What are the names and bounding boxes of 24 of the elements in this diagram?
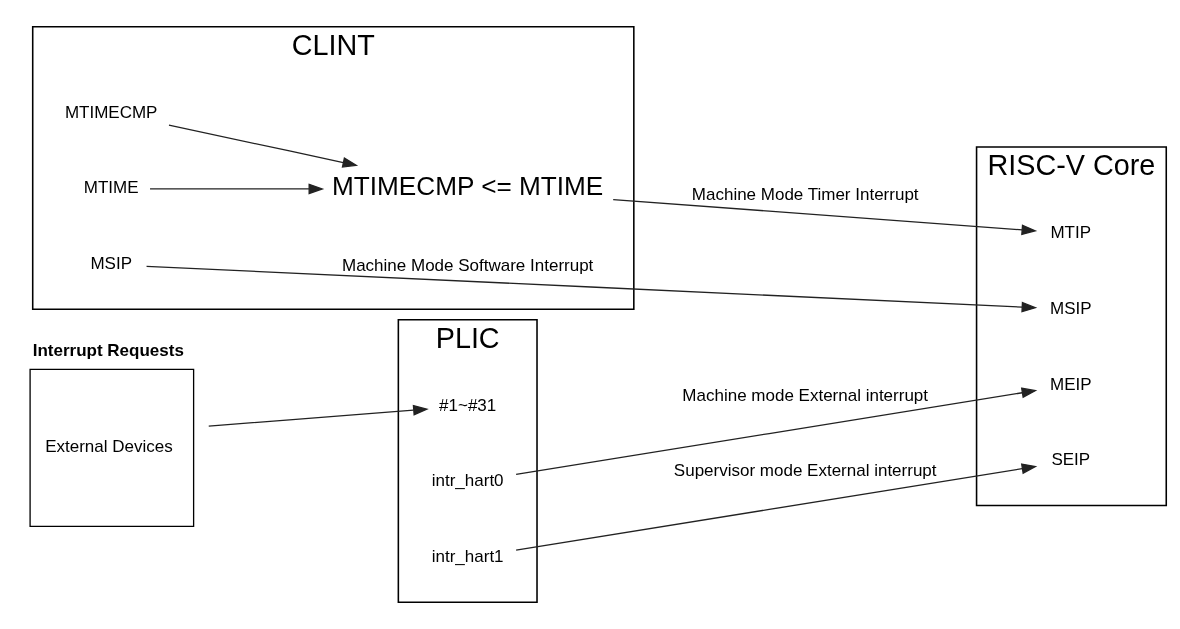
arrow bbox=[515, 387, 1038, 475]
edge-label: Supervisor mode External interrupt bbox=[673, 460, 937, 480]
node-text: MSIP bbox=[1049, 298, 1092, 318]
node-text: MSIP bbox=[90, 254, 132, 274]
node-text: MTIP bbox=[1050, 222, 1092, 242]
arrow bbox=[208, 404, 429, 427]
node-text: #1~#31 bbox=[439, 395, 497, 415]
edge-label: Machine Mode Timer Interrupt bbox=[691, 184, 919, 204]
arrow bbox=[515, 463, 1038, 551]
node-text: SEIP bbox=[1051, 450, 1091, 470]
node-text: MTIMECMP bbox=[64, 102, 158, 122]
edge-label: Machine mode External interrupt bbox=[682, 386, 929, 406]
node-box: External Devices bbox=[29, 368, 195, 528]
node-label: Interrupt Requests bbox=[32, 340, 184, 360]
node-text: intr_hart1 bbox=[431, 547, 504, 567]
edge-label: Machine Mode Software Interrupt bbox=[342, 255, 594, 275]
node-text: MTIMECMP <= MTIME bbox=[332, 171, 604, 202]
arrow bbox=[168, 124, 359, 168]
node-text: MEIP bbox=[1049, 374, 1092, 394]
node-text: intr_hart0 bbox=[431, 471, 504, 491]
arrow bbox=[149, 183, 325, 195]
node-text: MTIME bbox=[83, 178, 139, 198]
arrow bbox=[145, 265, 1038, 313]
arrow bbox=[612, 198, 1038, 236]
